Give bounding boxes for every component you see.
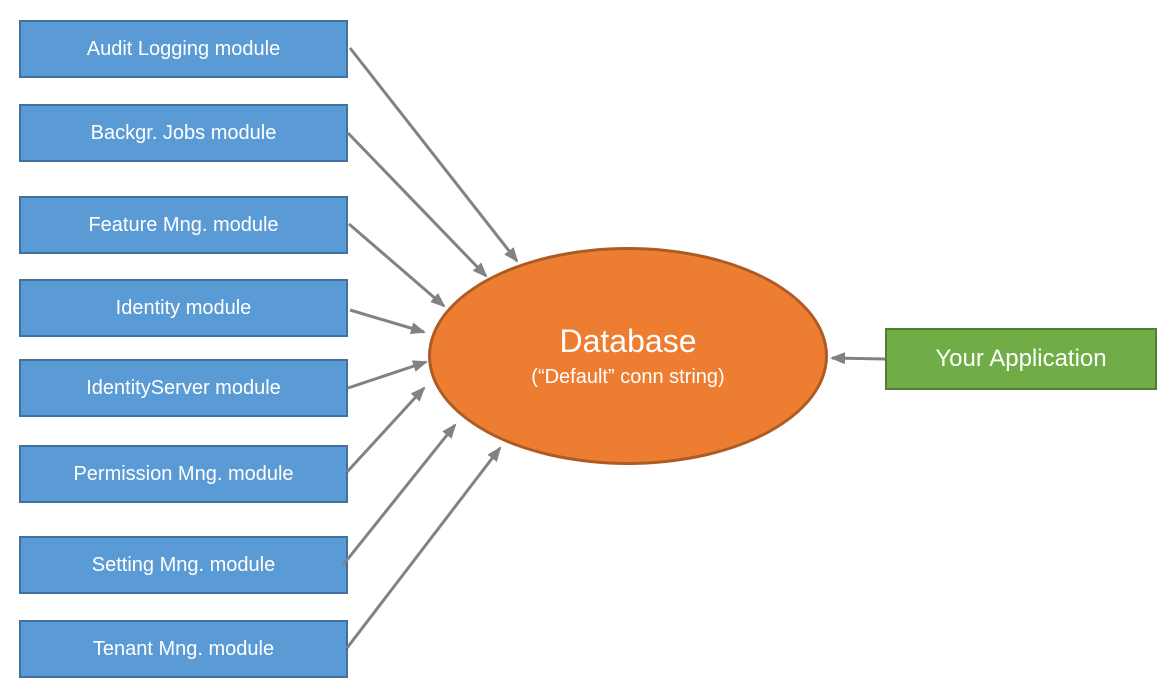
arrow-permission-mng-to-database — [345, 386, 426, 474]
arrow-tenant-mng-to-database — [345, 446, 502, 649]
module-label: IdentityServer module — [86, 376, 281, 399]
module-box-permission-mng: Permission Mng. module — [19, 445, 348, 503]
module-label: Feature Mng. module — [88, 213, 279, 236]
arrow-setting-mng-to-database — [341, 423, 457, 566]
module-label: Audit Logging module — [86, 37, 281, 60]
database-ellipse: Database (“Default” conn string) — [428, 247, 828, 465]
module-box-backgr-jobs: Backgr. Jobs module — [19, 104, 348, 162]
module-label: Backgr. Jobs module — [90, 121, 277, 144]
arrow-audit-logging-to-database — [348, 47, 519, 263]
arrow-backgr-jobs-to-database — [346, 131, 488, 278]
arrow-identity-to-database — [349, 308, 426, 335]
module-label: Permission Mng. module — [73, 462, 294, 485]
arrow-identity-server-to-database — [347, 360, 428, 390]
module-label: Tenant Mng. module — [92, 637, 275, 660]
arrow-application-to-database — [830, 352, 886, 365]
module-box-feature-mng: Feature Mng. module — [19, 196, 348, 254]
module-label: Setting Mng. module — [91, 553, 276, 576]
module-label: Identity module — [115, 296, 252, 319]
application-label: Your Application — [935, 345, 1107, 372]
module-box-setting-mng: Setting Mng. module — [19, 536, 348, 594]
module-box-tenant-mng: Tenant Mng. module — [19, 620, 348, 678]
module-box-audit-logging: Audit Logging module — [19, 20, 348, 78]
module-box-identity: Identity module — [19, 279, 348, 337]
database-title: Database — [559, 323, 697, 359]
application-box: Your Application — [885, 328, 1157, 390]
database-subtitle: (“Default” conn string) — [531, 366, 725, 388]
arrow-feature-mng-to-database — [348, 222, 446, 308]
module-box-identity-server: IdentityServer module — [19, 359, 348, 417]
